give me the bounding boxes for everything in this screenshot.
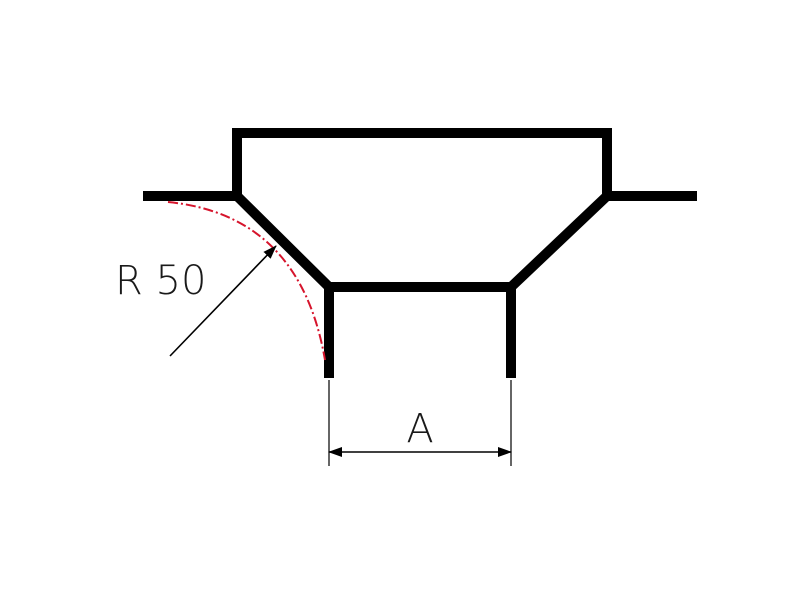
radius-leader-arrow [169, 245, 277, 357]
profile-funnel-right [506, 192, 611, 378]
radius-label: R 50 [115, 258, 206, 304]
dimension-label-a: A [406, 406, 433, 452]
profile-outline [143, 128, 697, 201]
profile-funnel [233, 192, 334, 378]
